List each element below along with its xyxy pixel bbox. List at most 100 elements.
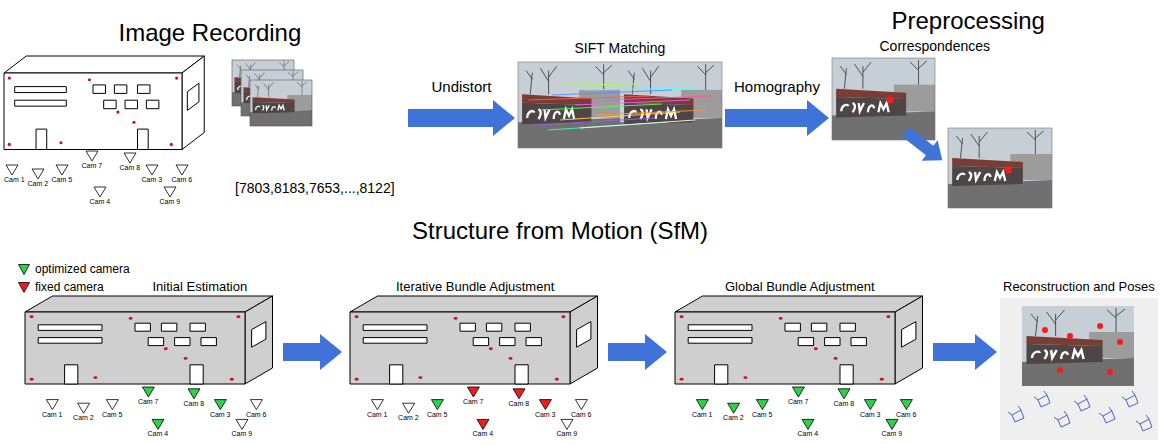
reconstruction-view (1107, 369, 1113, 375)
camera-label: Cam 4 (148, 430, 169, 438)
correspondence-images (898, 122, 950, 171)
reconstruction-view (1067, 333, 1073, 339)
reconstruction-view (1000, 298, 1158, 440)
camera-label: Cam 3 (535, 411, 556, 419)
camera-marker (19, 282, 30, 292)
image-stack (250, 80, 312, 126)
camera-icon (539, 400, 551, 410)
sift-image-pair (528, 84, 712, 130)
correspondence-images (948, 128, 1052, 208)
stage-panel: Initial Estimation (20, 296, 280, 442)
camera-label: Cam 2 (73, 414, 94, 422)
camera-icon (142, 387, 154, 397)
camera-label: Cam 9 (160, 198, 181, 206)
camera-icon (561, 419, 573, 429)
reconstruction-view (1034, 391, 1050, 407)
sift-image-pair (552, 90, 672, 95)
arrow-label: Undistort (432, 78, 492, 96)
correspondence-images (832, 58, 1052, 208)
flow-arrow (608, 334, 667, 370)
camera-icon (214, 400, 226, 410)
camera-icon (188, 389, 200, 399)
camera-icon (575, 400, 587, 410)
camera-icon (46, 400, 58, 410)
camera-label: Cam 3 (142, 176, 163, 184)
reconstruction-view (1117, 339, 1123, 345)
stage-panel: SIFT Matching (518, 62, 722, 148)
camera-icon (467, 387, 479, 397)
legend-swatch (18, 264, 30, 275)
camera-icon (728, 403, 740, 413)
frame-numbers: [7803,8183,7653,...,8122] (235, 180, 395, 197)
flow-arrow (408, 100, 515, 136)
camera-label: Cam 6 (246, 411, 267, 419)
reconstruction-view (1097, 323, 1103, 329)
camera-icon (94, 187, 106, 197)
correspondence-images (887, 97, 894, 104)
camera-label: Cam 1 (4, 176, 25, 184)
sift-image-pair (565, 84, 640, 85)
reconstruction-view (1136, 415, 1152, 431)
camera-icon (900, 400, 912, 410)
reconstruction-view (1099, 407, 1115, 423)
stage-panel: Iterative Bundle Adjustment (345, 296, 605, 442)
camera-label: Cam 2 (723, 414, 744, 422)
camera-label: Cam 9 (557, 430, 578, 438)
sift-image-pair (580, 120, 695, 128)
camera-icons (6, 151, 912, 429)
camera-label: Cam 8 (509, 400, 530, 408)
sift-image-pair (605, 96, 712, 100)
camera-icon (513, 389, 525, 399)
camera-label: Cam 7 (82, 162, 103, 170)
camera-icon (431, 400, 443, 410)
camera-icon (6, 165, 18, 175)
building-drawing (25, 296, 273, 384)
reconstruction-view (1008, 406, 1024, 422)
camera-label: Cam 5 (427, 411, 448, 419)
arrow-label: Homography (734, 78, 820, 96)
camera-icon (32, 169, 44, 179)
camera-label: Cam 1 (692, 411, 713, 419)
camera-label: Cam 2 (398, 414, 419, 422)
sift-image-pair (575, 100, 690, 105)
camera-icon (886, 419, 898, 429)
flow-arrow (933, 334, 997, 370)
reconstruction-view (1022, 306, 1134, 386)
stage-title: Iterative Bundle Adjustment (396, 279, 554, 295)
correspondence-images (948, 128, 1052, 208)
stage-panel: Reconstruction and Poses (1000, 298, 1158, 440)
sift-image-pair (595, 110, 705, 115)
sift-image-pair (518, 62, 620, 148)
camera-icon (250, 400, 262, 410)
legend-row: optimized camera (18, 262, 130, 276)
camera-icon (864, 400, 876, 410)
correspondence-images (832, 58, 935, 140)
stage-panel: Image Recording[7803,8183,7653,...,8122] (0, 54, 405, 210)
camera-label: Cam 2 (28, 180, 49, 188)
camera-icon (792, 387, 804, 397)
camera-icon (371, 400, 383, 410)
building-drawing (675, 296, 923, 384)
camera-marker (19, 264, 30, 274)
sift-image-pair (540, 104, 662, 110)
stage-title: Reconstruction and Poses (1003, 279, 1155, 295)
camera-icon (756, 400, 768, 410)
stage-panel: Global Bundle Adjustment (670, 296, 930, 442)
stage-title: Correspondences (880, 38, 991, 55)
flow-arrow (725, 100, 829, 136)
camera-icon (164, 187, 176, 197)
correspondence-images (832, 58, 935, 140)
camera-icon (802, 419, 814, 429)
stage-title: Initial Estimation (153, 279, 248, 295)
reconstruction-view (1008, 391, 1152, 431)
reconstruction-view (1074, 395, 1090, 411)
building-drawing (4, 56, 204, 150)
camera-label: Cam 7 (788, 398, 809, 406)
camera-icon (176, 165, 188, 175)
reconstruction-view (1054, 411, 1070, 427)
camera-icon (477, 419, 489, 429)
camera-label: Cam 1 (367, 411, 388, 419)
legend-text: optimized camera (35, 262, 130, 276)
legend-text: fixed camera (35, 280, 104, 294)
